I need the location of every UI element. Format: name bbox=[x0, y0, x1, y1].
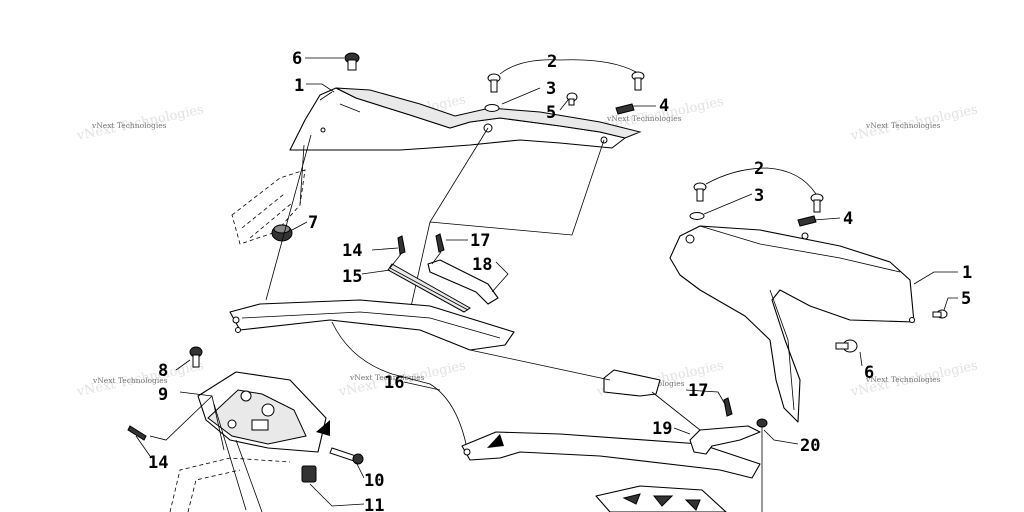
callout-8: 8 bbox=[158, 361, 168, 381]
left-side-panel bbox=[289, 87, 642, 151]
rivet-icon bbox=[127, 425, 147, 441]
strip-15 bbox=[387, 263, 471, 313]
callout-3: 3 bbox=[754, 186, 764, 206]
bolt-icon bbox=[329, 447, 364, 465]
bolt-icon bbox=[693, 182, 707, 202]
washer-icon bbox=[484, 104, 500, 112]
callout-14: 14 bbox=[342, 241, 362, 261]
watermark-text-lower-center: vNext Technologies bbox=[349, 373, 425, 382]
bracket-hole bbox=[240, 390, 252, 402]
frame-ghost-lower-left bbox=[169, 403, 291, 512]
callout-17: 17 bbox=[688, 381, 708, 401]
washer-icon bbox=[689, 212, 705, 220]
bracket-hole bbox=[227, 419, 237, 429]
leader-lines-lower bbox=[331, 321, 701, 445]
callout-4: 4 bbox=[659, 96, 669, 116]
direction-arrow-icon bbox=[316, 420, 330, 436]
callout-18: 18 bbox=[472, 255, 492, 275]
panel-mount-hole bbox=[909, 317, 915, 323]
callout-17: 17 bbox=[470, 231, 490, 251]
clip-nut-icon bbox=[301, 465, 317, 483]
panel-mount-hole bbox=[320, 127, 326, 133]
watermark-text-left: vNext Technologies bbox=[91, 121, 167, 130]
watermark-lower-left: vNext Technologies vNext Technologies bbox=[75, 358, 205, 400]
rail-bolt-hole bbox=[232, 316, 240, 324]
bolt-icon bbox=[189, 346, 203, 368]
grommet-icon bbox=[271, 224, 293, 242]
right-side-panel bbox=[669, 225, 915, 423]
callout-3: 3 bbox=[546, 79, 556, 99]
callout-2: 2 bbox=[754, 159, 764, 179]
bracket-18 bbox=[427, 259, 499, 305]
lower-left-bracket bbox=[197, 371, 330, 453]
rivet-icon bbox=[397, 235, 406, 255]
callout-10: 10 bbox=[364, 471, 384, 491]
callout-9: 9 bbox=[158, 385, 168, 405]
clip-nut-icon bbox=[615, 103, 635, 115]
bracket-19-upper bbox=[603, 369, 661, 397]
callout-20: 20 bbox=[800, 436, 820, 456]
watermark-text-right: vNext Technologies bbox=[865, 121, 941, 130]
screw-icon bbox=[566, 92, 578, 106]
callout-14: 14 bbox=[148, 453, 168, 473]
callout-1: 1 bbox=[294, 76, 304, 96]
bolt-icon bbox=[756, 418, 768, 512]
grated-bracket bbox=[595, 485, 727, 512]
callout-4: 4 bbox=[843, 209, 853, 229]
lower-rail bbox=[461, 431, 761, 479]
rivet-icon bbox=[723, 397, 733, 417]
bracket-19-lower bbox=[689, 425, 761, 455]
callout-11: 11 bbox=[364, 496, 384, 512]
rail-bolt-hole bbox=[463, 448, 471, 456]
bolt-icon bbox=[631, 71, 645, 91]
callout-leaders bbox=[135, 57, 958, 507]
watermark-left: vNext Technologies vNext Technologies bbox=[75, 102, 205, 144]
panel-mount-hole bbox=[801, 232, 809, 240]
bracket-hole bbox=[261, 403, 275, 417]
panel-mount-hole bbox=[685, 234, 695, 244]
screw-icon bbox=[835, 339, 858, 353]
callout-1: 1 bbox=[962, 263, 972, 283]
callout-19: 19 bbox=[652, 419, 672, 439]
upper-rail bbox=[229, 299, 515, 351]
callout-2: 2 bbox=[547, 52, 557, 72]
bracket-slot bbox=[251, 419, 269, 431]
callout-5: 5 bbox=[546, 103, 556, 123]
watermark-text-top-right-center: vNext Technologies bbox=[606, 114, 682, 123]
clip-nut-icon bbox=[797, 215, 817, 227]
screw-icon bbox=[344, 52, 360, 71]
callout-6: 6 bbox=[864, 363, 874, 383]
watermark-right: vNext Technologies vNext Technologies bbox=[849, 102, 979, 144]
callout-6: 6 bbox=[292, 49, 302, 69]
frame-ghost-upper-left bbox=[231, 169, 306, 245]
bolt-icon bbox=[810, 193, 824, 213]
callout-16: 16 bbox=[384, 373, 404, 393]
screw-icon bbox=[932, 309, 948, 319]
watermark-text-lower-right: vNext Technologies bbox=[865, 375, 941, 384]
leader-lines-upper bbox=[265, 127, 605, 321]
watermark-text-lower-left: vNext Technologies bbox=[92, 376, 168, 385]
bolt-icon bbox=[487, 73, 501, 93]
callout-5: 5 bbox=[961, 289, 971, 309]
callout-7: 7 bbox=[308, 213, 318, 233]
direction-arrow-icon bbox=[487, 434, 504, 448]
callout-15: 15 bbox=[342, 267, 362, 287]
rail-bolt-hole bbox=[235, 327, 241, 333]
rivet-leaders-upper bbox=[389, 251, 442, 269]
rivet-icon bbox=[435, 233, 445, 253]
